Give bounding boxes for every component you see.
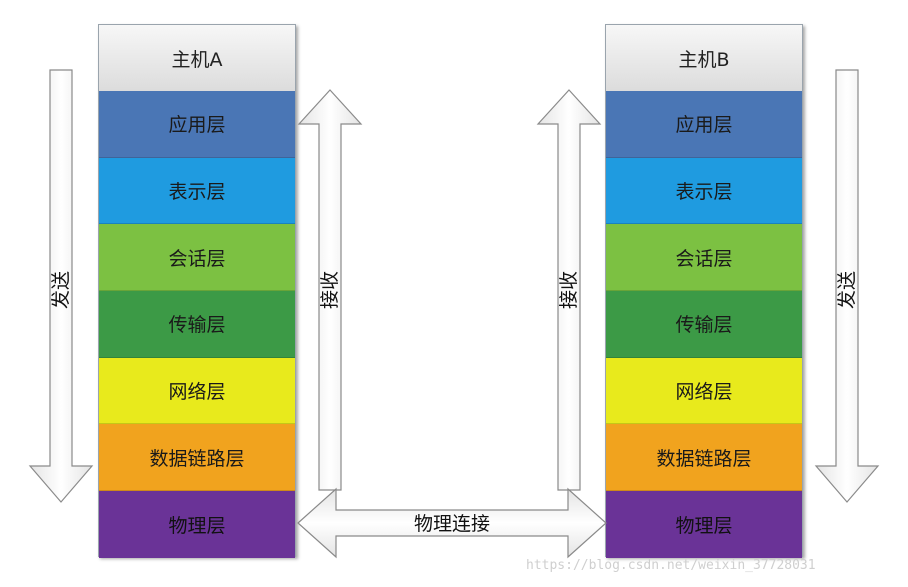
receive-label-left: 接收 <box>319 271 341 309</box>
send-label-right: 发送 <box>836 271 858 309</box>
receive-arrow-left <box>297 89 363 491</box>
host-b-stack: 主机B 应用层表示层会话层传输层网络层数据链路层物理层 <box>605 24 803 558</box>
host-b-title: 主机B <box>606 25 802 92</box>
receive-label-right: 接收 <box>558 271 580 309</box>
host-a-layer-6: 物理层 <box>99 491 295 558</box>
host-a-layer-2: 会话层 <box>99 224 295 292</box>
send-label-left: 发送 <box>50 271 72 309</box>
host-b-layer-0: 应用层 <box>606 91 802 158</box>
send-arrow-left <box>28 69 94 503</box>
host-a-stack: 主机A 应用层表示层会话层传输层网络层数据链路层物理层 <box>98 24 296 558</box>
host-b-layer-1: 表示层 <box>606 157 802 225</box>
physical-link-label: 物理连接 <box>414 513 490 535</box>
host-b-layers: 应用层表示层会话层传输层网络层数据链路层物理层 <box>606 91 802 558</box>
host-a-layer-1: 表示层 <box>99 157 295 225</box>
host-b-layer-2: 会话层 <box>606 224 802 292</box>
host-a-layer-5: 数据链路层 <box>99 424 295 492</box>
physical-link-arrow <box>297 487 607 559</box>
host-a-layer-4: 网络层 <box>99 357 295 425</box>
watermark: https://blog.csdn.net/weixin_37728031 <box>526 558 816 573</box>
host-a-layers: 应用层表示层会话层传输层网络层数据链路层物理层 <box>99 91 295 558</box>
send-arrow-right <box>814 69 880 503</box>
host-b-layer-3: 传输层 <box>606 291 802 358</box>
host-b-layer-4: 网络层 <box>606 357 802 425</box>
host-b-layer-6: 物理层 <box>606 491 802 558</box>
host-b-layer-5: 数据链路层 <box>606 424 802 492</box>
host-a-layer-3: 传输层 <box>99 291 295 358</box>
host-a-layer-0: 应用层 <box>99 91 295 158</box>
